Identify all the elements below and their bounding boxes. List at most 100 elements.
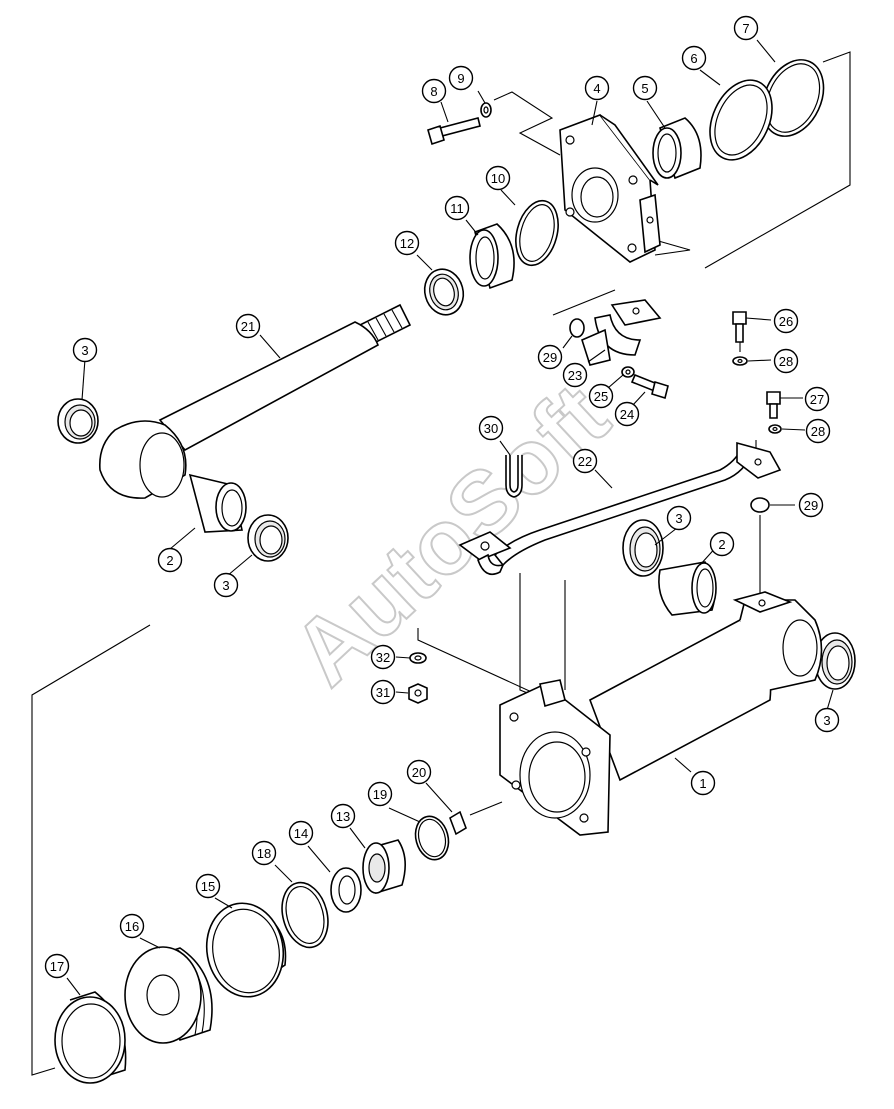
callout-1: 1	[690, 770, 716, 796]
callout-circle	[773, 348, 799, 374]
callout-circle	[814, 707, 840, 733]
callout-number: 13	[336, 809, 350, 824]
callout-number: 14	[294, 826, 308, 841]
o-ring-29-b	[750, 497, 770, 513]
callout-circle	[72, 337, 98, 363]
callout-25: 25	[588, 383, 614, 409]
callout-23: 23	[562, 362, 588, 388]
callout-31: 31	[370, 679, 396, 705]
callout-circle	[690, 770, 716, 796]
callout-number: 2	[718, 537, 725, 552]
callout-number: 29	[804, 498, 818, 513]
callout-number: 28	[811, 424, 825, 439]
callout-28: 28	[773, 348, 799, 374]
callout-circle	[251, 840, 277, 866]
callout-circle	[804, 386, 830, 412]
callout-2: 2	[709, 531, 735, 557]
callout-circle	[584, 75, 610, 101]
u-bolt-30	[505, 455, 523, 498]
callout-circle	[666, 505, 692, 531]
callout-17: 17	[44, 953, 70, 979]
piston-16	[124, 946, 213, 1044]
callout-circle	[478, 415, 504, 441]
callout-number: 15	[201, 879, 215, 894]
bolt-8	[427, 117, 481, 146]
callout-29: 29	[798, 492, 824, 518]
callout-20: 20	[406, 759, 432, 785]
pin-bushing-2-b	[658, 561, 717, 616]
callout-number: 16	[125, 919, 139, 934]
o-ring-10	[515, 199, 559, 267]
dust-seal-3-a	[57, 398, 99, 444]
callout-number: 17	[50, 959, 64, 974]
callout-19: 19	[367, 781, 393, 807]
pin-bushing-2-a	[188, 473, 247, 533]
callout-circle	[444, 195, 470, 221]
callout-7: 7	[733, 15, 759, 41]
callout-9: 9	[448, 65, 474, 91]
callout-5: 5	[632, 75, 658, 101]
callout-21: 21	[235, 313, 261, 339]
bolt-27	[766, 391, 781, 419]
callout-11: 11	[444, 195, 470, 221]
washer-25	[621, 366, 635, 378]
callout-number: 24	[620, 407, 634, 422]
callout-number: 4	[593, 81, 600, 96]
callout-number: 19	[373, 787, 387, 802]
callout-29: 29	[537, 344, 563, 370]
callout-4: 4	[584, 75, 610, 101]
piston-nut-13	[362, 839, 406, 895]
rod-seal-12	[423, 268, 465, 316]
callout-3: 3	[666, 505, 692, 531]
o-ring-19	[414, 815, 450, 861]
bolt-24	[630, 373, 669, 400]
callout-circle	[798, 492, 824, 518]
callout-circle	[572, 448, 598, 474]
callout-circle	[370, 644, 396, 670]
callout-number: 3	[81, 343, 88, 358]
callout-number: 18	[257, 846, 271, 861]
piston-rod-21	[98, 303, 412, 499]
callout-number: 28	[779, 354, 793, 369]
callout-number: 29	[543, 350, 557, 365]
callout-circle	[119, 913, 145, 939]
nut-31	[408, 683, 428, 704]
callout-22: 22	[572, 448, 598, 474]
wear-ring-15	[205, 902, 287, 998]
callout-number: 26	[779, 314, 793, 329]
callout-number: 8	[430, 84, 437, 99]
callout-number: 32	[376, 650, 390, 665]
callout-circle	[367, 781, 393, 807]
callout-circle	[681, 45, 707, 71]
callout-number: 22	[578, 454, 592, 469]
callout-circle	[588, 383, 614, 409]
o-ring-18	[281, 881, 329, 949]
callout-number: 7	[742, 21, 749, 36]
dust-seal-3-c	[622, 519, 664, 577]
callout-28: 28	[805, 418, 831, 444]
callout-circle	[537, 344, 563, 370]
cylinder-tube-1	[499, 591, 823, 836]
ring-14	[330, 867, 362, 913]
callout-circle	[773, 308, 799, 334]
callout-number: 20	[412, 765, 426, 780]
callout-13: 13	[330, 803, 356, 829]
callout-circle	[733, 15, 759, 41]
callout-8: 8	[421, 78, 447, 104]
callout-circle	[406, 759, 432, 785]
dust-seal-3-d	[814, 632, 856, 690]
callout-15: 15	[195, 873, 221, 899]
callout-circle	[44, 953, 70, 979]
callout-number: 10	[491, 171, 505, 186]
callout-number: 1	[699, 776, 706, 791]
callout-circle	[195, 873, 221, 899]
callout-leaders	[66, 39, 834, 996]
washer-32	[409, 652, 427, 664]
callout-number: 3	[823, 713, 830, 728]
flange-23	[581, 299, 662, 366]
callout-number: 2	[166, 553, 173, 568]
callout-circle	[421, 78, 447, 104]
bushing-5	[652, 117, 702, 180]
callout-3: 3	[814, 707, 840, 733]
